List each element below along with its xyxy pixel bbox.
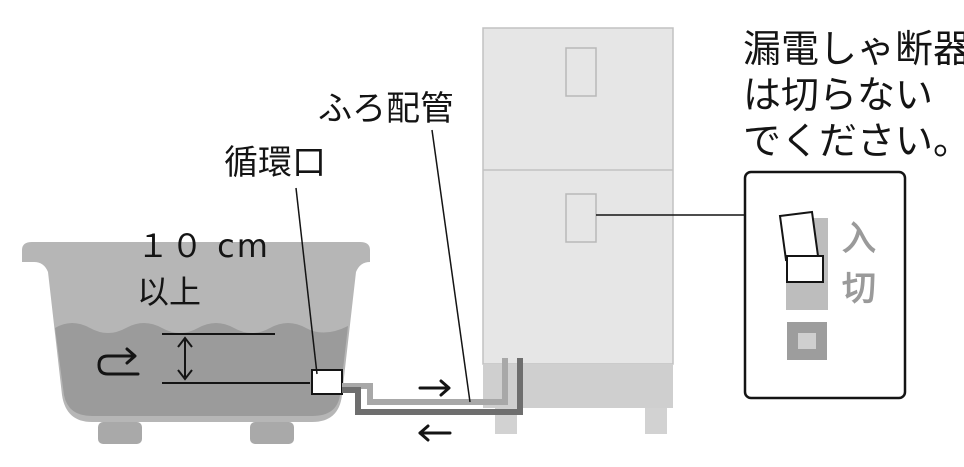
breaker-warning-line-3: でください。 [743, 119, 964, 163]
unit-lower-window [565, 193, 597, 243]
unit-body [482, 27, 674, 365]
breaker-warning-line-2: は切らない [743, 73, 934, 117]
breaker-callout [743, 170, 907, 400]
unit-base [483, 364, 673, 408]
circulation-port-label: 循環口 [224, 143, 326, 183]
indicator-lamp-window [798, 333, 816, 349]
bath-pipes [342, 358, 523, 415]
depth-value-label: １０ cm [137, 227, 270, 265]
water-body [55, 323, 348, 416]
pipe-leader-line [431, 129, 471, 403]
depth-suffix-label: 以上 [137, 273, 202, 311]
port-leader-line [295, 187, 318, 375]
bathtub [22, 242, 370, 444]
tub-foot-right [250, 422, 294, 444]
unit-upper-window [565, 47, 597, 97]
water-heater-unit [482, 27, 674, 434]
switch-on-label: 入 [842, 219, 876, 259]
arrow-left-icon [418, 424, 452, 442]
pipe-label: ふろ配管 [318, 89, 454, 129]
tub-foot-left [98, 422, 142, 444]
switch-off-label: 切 [842, 269, 876, 309]
breaker-warning-text: 漏電しゃ断器 は切らない でください。 [743, 26, 964, 164]
u-turn-arrow-icon [97, 347, 140, 376]
depth-marker [162, 333, 310, 384]
arrow-right-icon [418, 379, 451, 397]
unit-leg-right [645, 408, 667, 434]
breaker-warning-line-1: 漏電しゃ断器 [743, 27, 964, 71]
toggle-switch-icon [778, 210, 824, 283]
